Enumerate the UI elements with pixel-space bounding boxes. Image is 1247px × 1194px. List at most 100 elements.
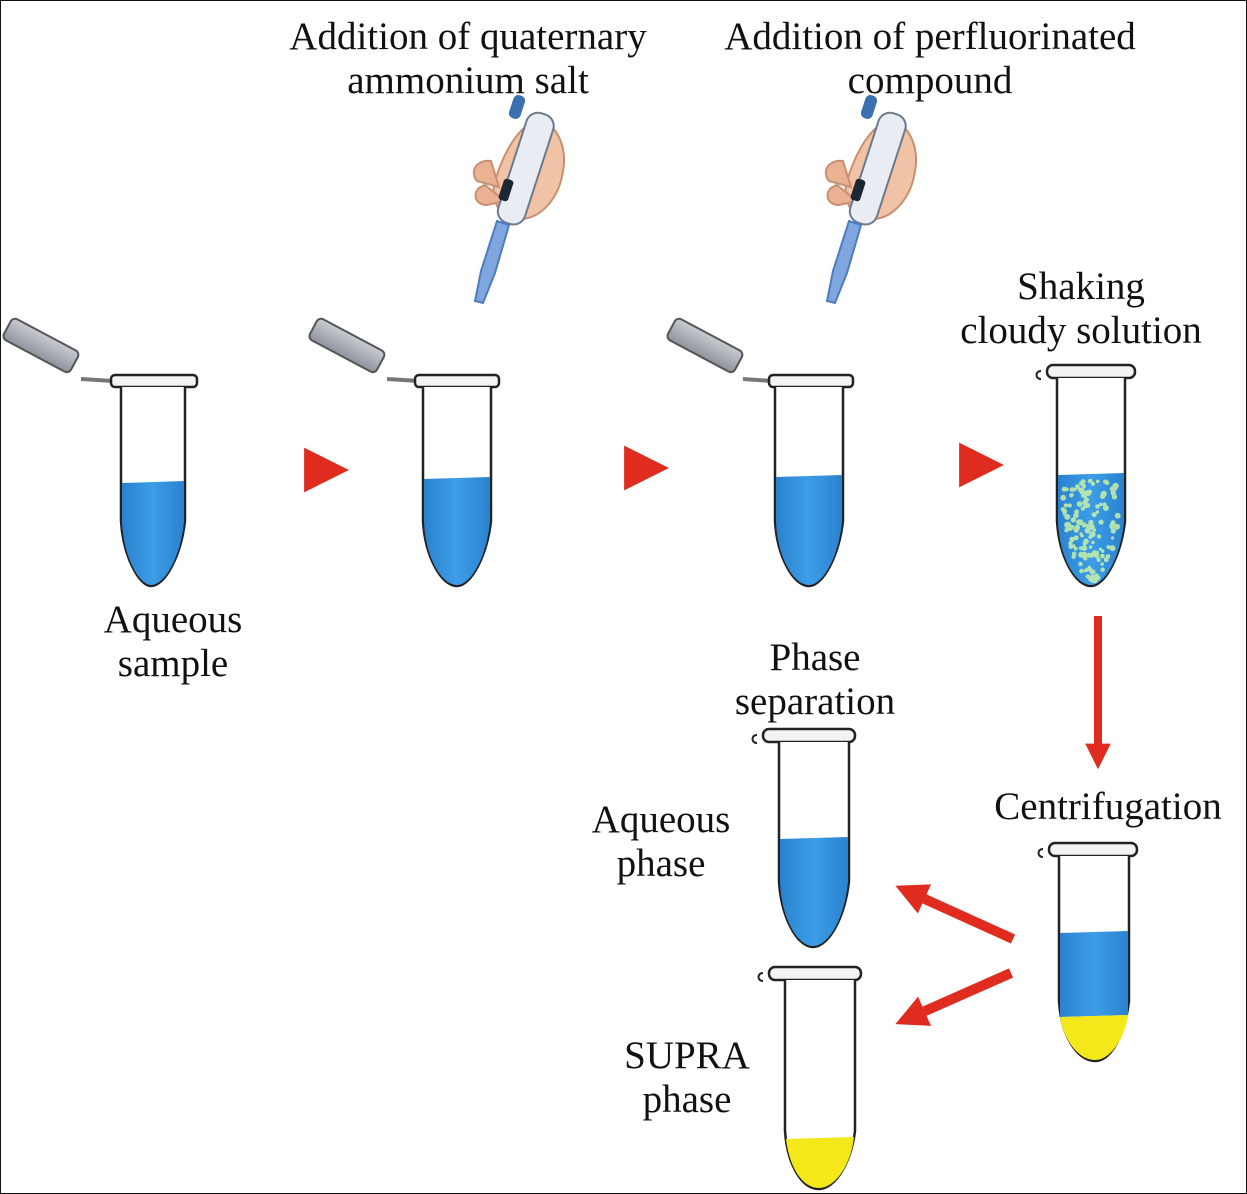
droplet — [1104, 480, 1110, 486]
tube-after-salt — [308, 317, 501, 588]
droplet — [1075, 484, 1080, 490]
label-aqueous-phase: Aqueous phase — [575, 798, 747, 886]
droplet — [1068, 541, 1073, 546]
label-line: Addition of quaternary — [289, 15, 647, 58]
label-line: Aqueous — [591, 798, 731, 841]
label-aqueous-sample: Aqueous sample — [83, 598, 263, 686]
droplet — [1110, 528, 1117, 534]
droplet — [1069, 487, 1075, 492]
label-line: ammonium salt — [347, 59, 589, 102]
droplet — [1100, 567, 1105, 572]
droplet — [1095, 479, 1100, 484]
cloudy-solution-tube — [1035, 363, 1137, 588]
aqueous-phase-tube — [751, 727, 857, 949]
droplet — [1063, 503, 1069, 508]
droplet — [1069, 536, 1075, 543]
pipette-in-hand-icon — [824, 95, 918, 305]
label-line: SUPRA — [624, 1034, 750, 1077]
droplet — [1110, 520, 1116, 526]
droplet — [1088, 519, 1094, 526]
label-line: compound — [847, 59, 1013, 102]
droplet — [1064, 521, 1071, 529]
droplet — [1079, 568, 1084, 574]
droplet — [1098, 547, 1103, 551]
droplet — [1069, 524, 1075, 530]
tube-after-perfluorinated — [666, 317, 855, 588]
droplet — [1087, 565, 1092, 570]
droplet — [1085, 528, 1091, 534]
label-line: Phase — [769, 636, 861, 679]
aqueous-sample-tube — [2, 317, 199, 588]
droplet — [1109, 545, 1116, 552]
droplet — [1073, 487, 1077, 492]
droplet — [1102, 505, 1109, 511]
droplet — [1062, 512, 1067, 516]
droplet — [1064, 487, 1069, 492]
droplet — [1085, 567, 1089, 572]
droplet — [1071, 554, 1076, 559]
droplet — [1091, 569, 1096, 574]
droplet — [1064, 527, 1070, 532]
droplet — [1076, 501, 1083, 507]
droplet — [1060, 494, 1067, 501]
droplet — [1078, 546, 1083, 551]
droplet — [1111, 494, 1118, 500]
label-line: Shaking — [1017, 265, 1145, 308]
droplet — [1109, 525, 1114, 529]
droplet — [1073, 535, 1079, 541]
droplet — [1091, 540, 1095, 545]
label-line: phase — [616, 842, 706, 885]
label-quaternary-salt: Addition of quaternary ammonium salt — [269, 15, 667, 103]
droplet — [1087, 489, 1093, 495]
droplet — [1089, 531, 1096, 538]
red-arrow-icon — [895, 884, 1016, 944]
droplet — [1092, 577, 1098, 584]
label-line: separation — [734, 680, 896, 723]
droplet — [1100, 562, 1104, 566]
droplet — [1067, 503, 1072, 508]
droplet — [1095, 510, 1100, 514]
droplet — [1112, 487, 1117, 491]
droplet — [1085, 524, 1090, 529]
droplet — [1089, 552, 1095, 558]
label-line: sample — [117, 642, 229, 685]
label-line: phase — [642, 1078, 732, 1121]
droplet — [1100, 553, 1105, 559]
droplet — [1098, 519, 1104, 525]
label-line: Aqueous — [103, 598, 243, 641]
label-phase-separation: Phase separation — [713, 636, 917, 724]
droplet — [1095, 504, 1100, 509]
droplet — [1080, 479, 1086, 485]
droplet — [1079, 532, 1083, 536]
droplet — [1102, 502, 1107, 507]
pipette-in-hand-icon — [472, 95, 566, 305]
droplet — [1081, 545, 1088, 551]
label-line: Centrifugation — [994, 785, 1222, 828]
label-line: Addition of perfluorinated — [724, 15, 1136, 58]
droplet — [1081, 551, 1085, 556]
droplet — [1101, 549, 1105, 553]
label-line: cloudy solution — [960, 309, 1202, 352]
droplet — [1111, 536, 1115, 540]
droplet — [1088, 545, 1093, 549]
droplet — [1085, 574, 1091, 579]
droplet — [1073, 546, 1078, 551]
droplet — [1060, 507, 1066, 512]
centrifuged-tube — [1037, 841, 1139, 1063]
droplet — [1106, 545, 1111, 549]
droplet — [1081, 483, 1086, 489]
label-shaking: Shaking cloudy solution — [941, 265, 1221, 353]
droplet — [1114, 512, 1121, 519]
droplet — [1105, 554, 1111, 559]
droplet — [1088, 478, 1093, 484]
droplet — [1082, 541, 1087, 547]
droplet — [1083, 501, 1087, 505]
droplet — [1064, 513, 1071, 520]
droplet — [1074, 509, 1079, 515]
droplet — [1077, 519, 1084, 526]
droplet — [1079, 490, 1084, 495]
droplet — [1098, 502, 1103, 507]
droplet — [1091, 512, 1097, 518]
